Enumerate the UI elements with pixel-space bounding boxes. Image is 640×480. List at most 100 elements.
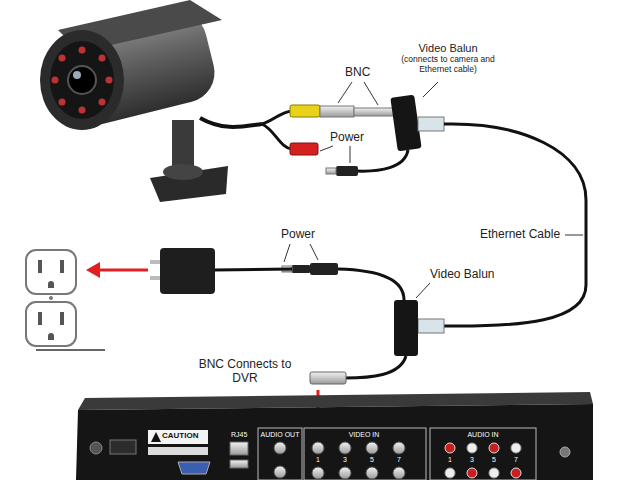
leader-line: [310, 244, 318, 260]
outlet-ground: [48, 281, 54, 288]
leader-line: [338, 82, 352, 103]
vga-port: [178, 462, 210, 474]
dvr-back-panel: [76, 404, 593, 480]
adapter-prong: [150, 260, 160, 264]
leader-line: [423, 82, 438, 97]
port-number: 1: [448, 456, 452, 464]
ir-led: [79, 107, 86, 114]
bnc-port: [274, 442, 286, 454]
port-label: AUDIO IN: [467, 431, 498, 439]
port-label: VIDEO IN: [349, 431, 380, 439]
camera-front: [40, 30, 124, 130]
ground-screw: [560, 447, 570, 457]
power-plug: [292, 265, 310, 273]
caution-sticker: [148, 430, 208, 444]
bnc-port: [393, 442, 405, 454]
bnc-cable: [345, 356, 406, 378]
rca-plug: [290, 105, 320, 117]
bnc-plug: [310, 372, 346, 384]
leader-line: [350, 146, 351, 163]
bnc-port: [312, 442, 324, 454]
outlet-slot: [38, 312, 42, 325]
bnc-port: [366, 442, 378, 454]
power-jack: [290, 143, 318, 155]
sticker-text-area: [148, 447, 208, 455]
part-label: Video Balun: [430, 268, 495, 282]
port-number: 3: [343, 456, 347, 464]
bnc-port: [339, 442, 351, 454]
outlet-slot: [38, 260, 42, 273]
outlet-slot: [60, 312, 64, 325]
ir-led: [99, 55, 106, 62]
part-label: Video Balun: [418, 42, 477, 55]
ir-led: [52, 77, 59, 84]
panel-section: [258, 428, 302, 480]
balun-power-lead: [338, 269, 404, 300]
red-arrow: [98, 269, 148, 272]
leader-line: [364, 82, 378, 105]
outlet-ground: [48, 333, 54, 340]
part-label: Power: [330, 131, 364, 145]
divider-line: [36, 349, 105, 351]
ir-led: [59, 99, 66, 106]
leader-line: [320, 146, 333, 151]
ir-led: [59, 55, 66, 62]
video-balun: [394, 300, 418, 356]
power-lead: [262, 124, 292, 149]
rca-port: [445, 468, 455, 478]
adapter-cable: [214, 269, 292, 270]
part-label: Ethernet Cable: [480, 228, 560, 242]
rca-port: [467, 443, 477, 453]
usb-port: [230, 460, 248, 468]
rca-port: [489, 468, 499, 478]
bnc-adapter: [320, 106, 354, 117]
red-arrowhead: [86, 262, 100, 278]
power-switch: [90, 442, 102, 454]
power-adapter: [160, 248, 215, 294]
power-jack: [310, 263, 338, 275]
camera-lens: [68, 66, 96, 94]
panel-section: [304, 428, 426, 480]
rca-port: [489, 443, 499, 453]
rca-port: [445, 443, 455, 453]
wall-outlet: [26, 302, 76, 346]
port-number: 3: [470, 456, 474, 464]
port-number: 5: [370, 456, 374, 464]
wall-outlet: [26, 250, 76, 294]
leader-line: [565, 235, 583, 236]
rca-port: [511, 443, 521, 453]
bnc-port: [339, 467, 351, 479]
port-number: 7: [514, 456, 518, 464]
part-note: (connects to camera and Ethernet cable): [389, 55, 507, 75]
lens-highlight: [73, 71, 81, 79]
port-label: AUDIO OUT: [261, 431, 300, 439]
camera-ir-ring: [50, 41, 114, 119]
ir-led: [79, 47, 86, 54]
port-label: RJ45: [231, 431, 247, 439]
bnc-port: [274, 466, 286, 478]
rj45-plug: [418, 117, 444, 131]
balun-power-lead: [356, 150, 408, 171]
port-number: 1: [316, 456, 320, 464]
bnc-lead: [354, 108, 394, 116]
ethernet-cable: [444, 124, 586, 326]
ir-led: [106, 77, 113, 84]
video-lead: [262, 111, 292, 124]
ir-led: [99, 99, 106, 106]
part-label: BNC Connects to DVR: [195, 358, 295, 386]
caution-text: CAUTION: [162, 431, 198, 440]
camera-joint: [163, 164, 203, 180]
power-plug: [336, 166, 358, 176]
bnc-port: [312, 467, 324, 479]
port-number: 5: [492, 456, 496, 464]
panel-section: [430, 428, 536, 480]
part-label: BNC: [345, 66, 370, 80]
bnc-port: [366, 467, 378, 479]
outlet-screw: [49, 296, 53, 300]
adapter-prong: [150, 276, 160, 280]
video-balun: [390, 95, 421, 152]
bnc-port: [393, 467, 405, 479]
rj45-plug: [418, 319, 444, 333]
part-label: Power: [281, 228, 315, 242]
